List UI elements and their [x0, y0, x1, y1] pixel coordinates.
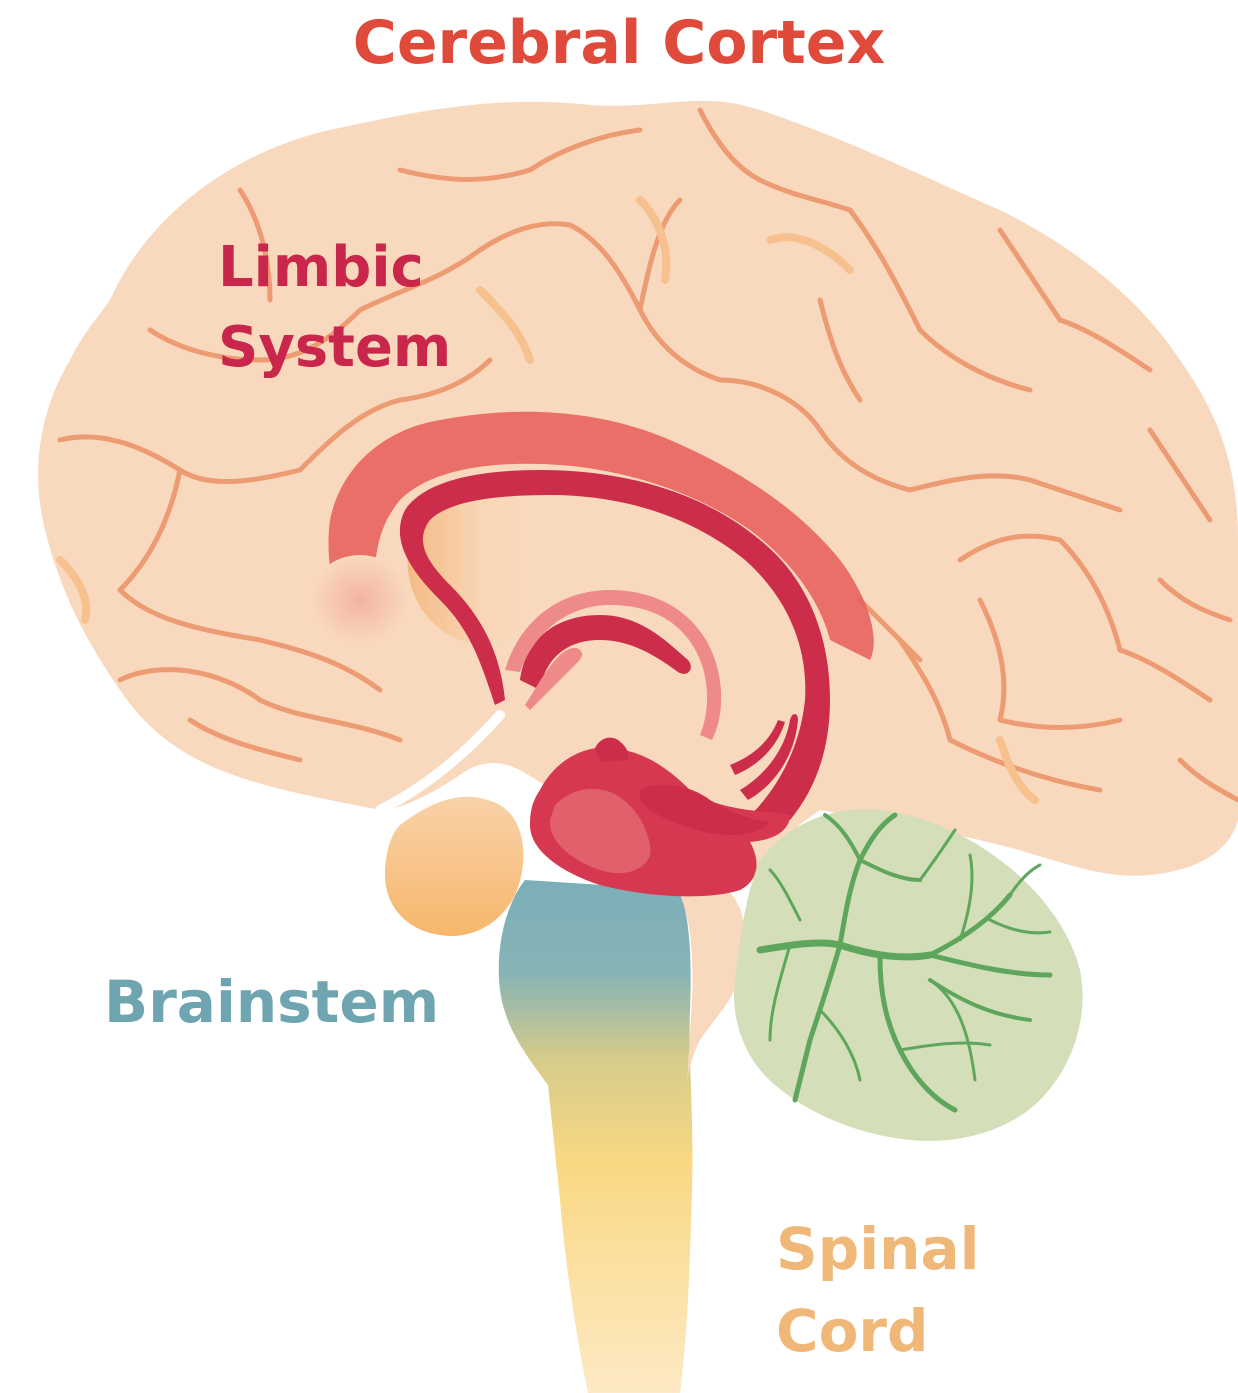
spinal-cord-label: Spinal Cord [776, 1208, 979, 1372]
band-fade [310, 555, 410, 645]
limbic-system-label: Limbic System [218, 228, 451, 388]
limbic-label-line2: System [218, 308, 451, 388]
cerebral-cortex-label: Cerebral Cortex [0, 8, 1238, 78]
frontal-stub-shape [385, 797, 523, 936]
limbic-label-line1: Limbic [218, 228, 451, 308]
spinal-label-line2: Cord [776, 1290, 979, 1372]
brainstem-label: Brainstem [104, 968, 439, 1036]
brainstem-shape [499, 880, 693, 1393]
spinal-label-line1: Spinal [776, 1208, 979, 1290]
